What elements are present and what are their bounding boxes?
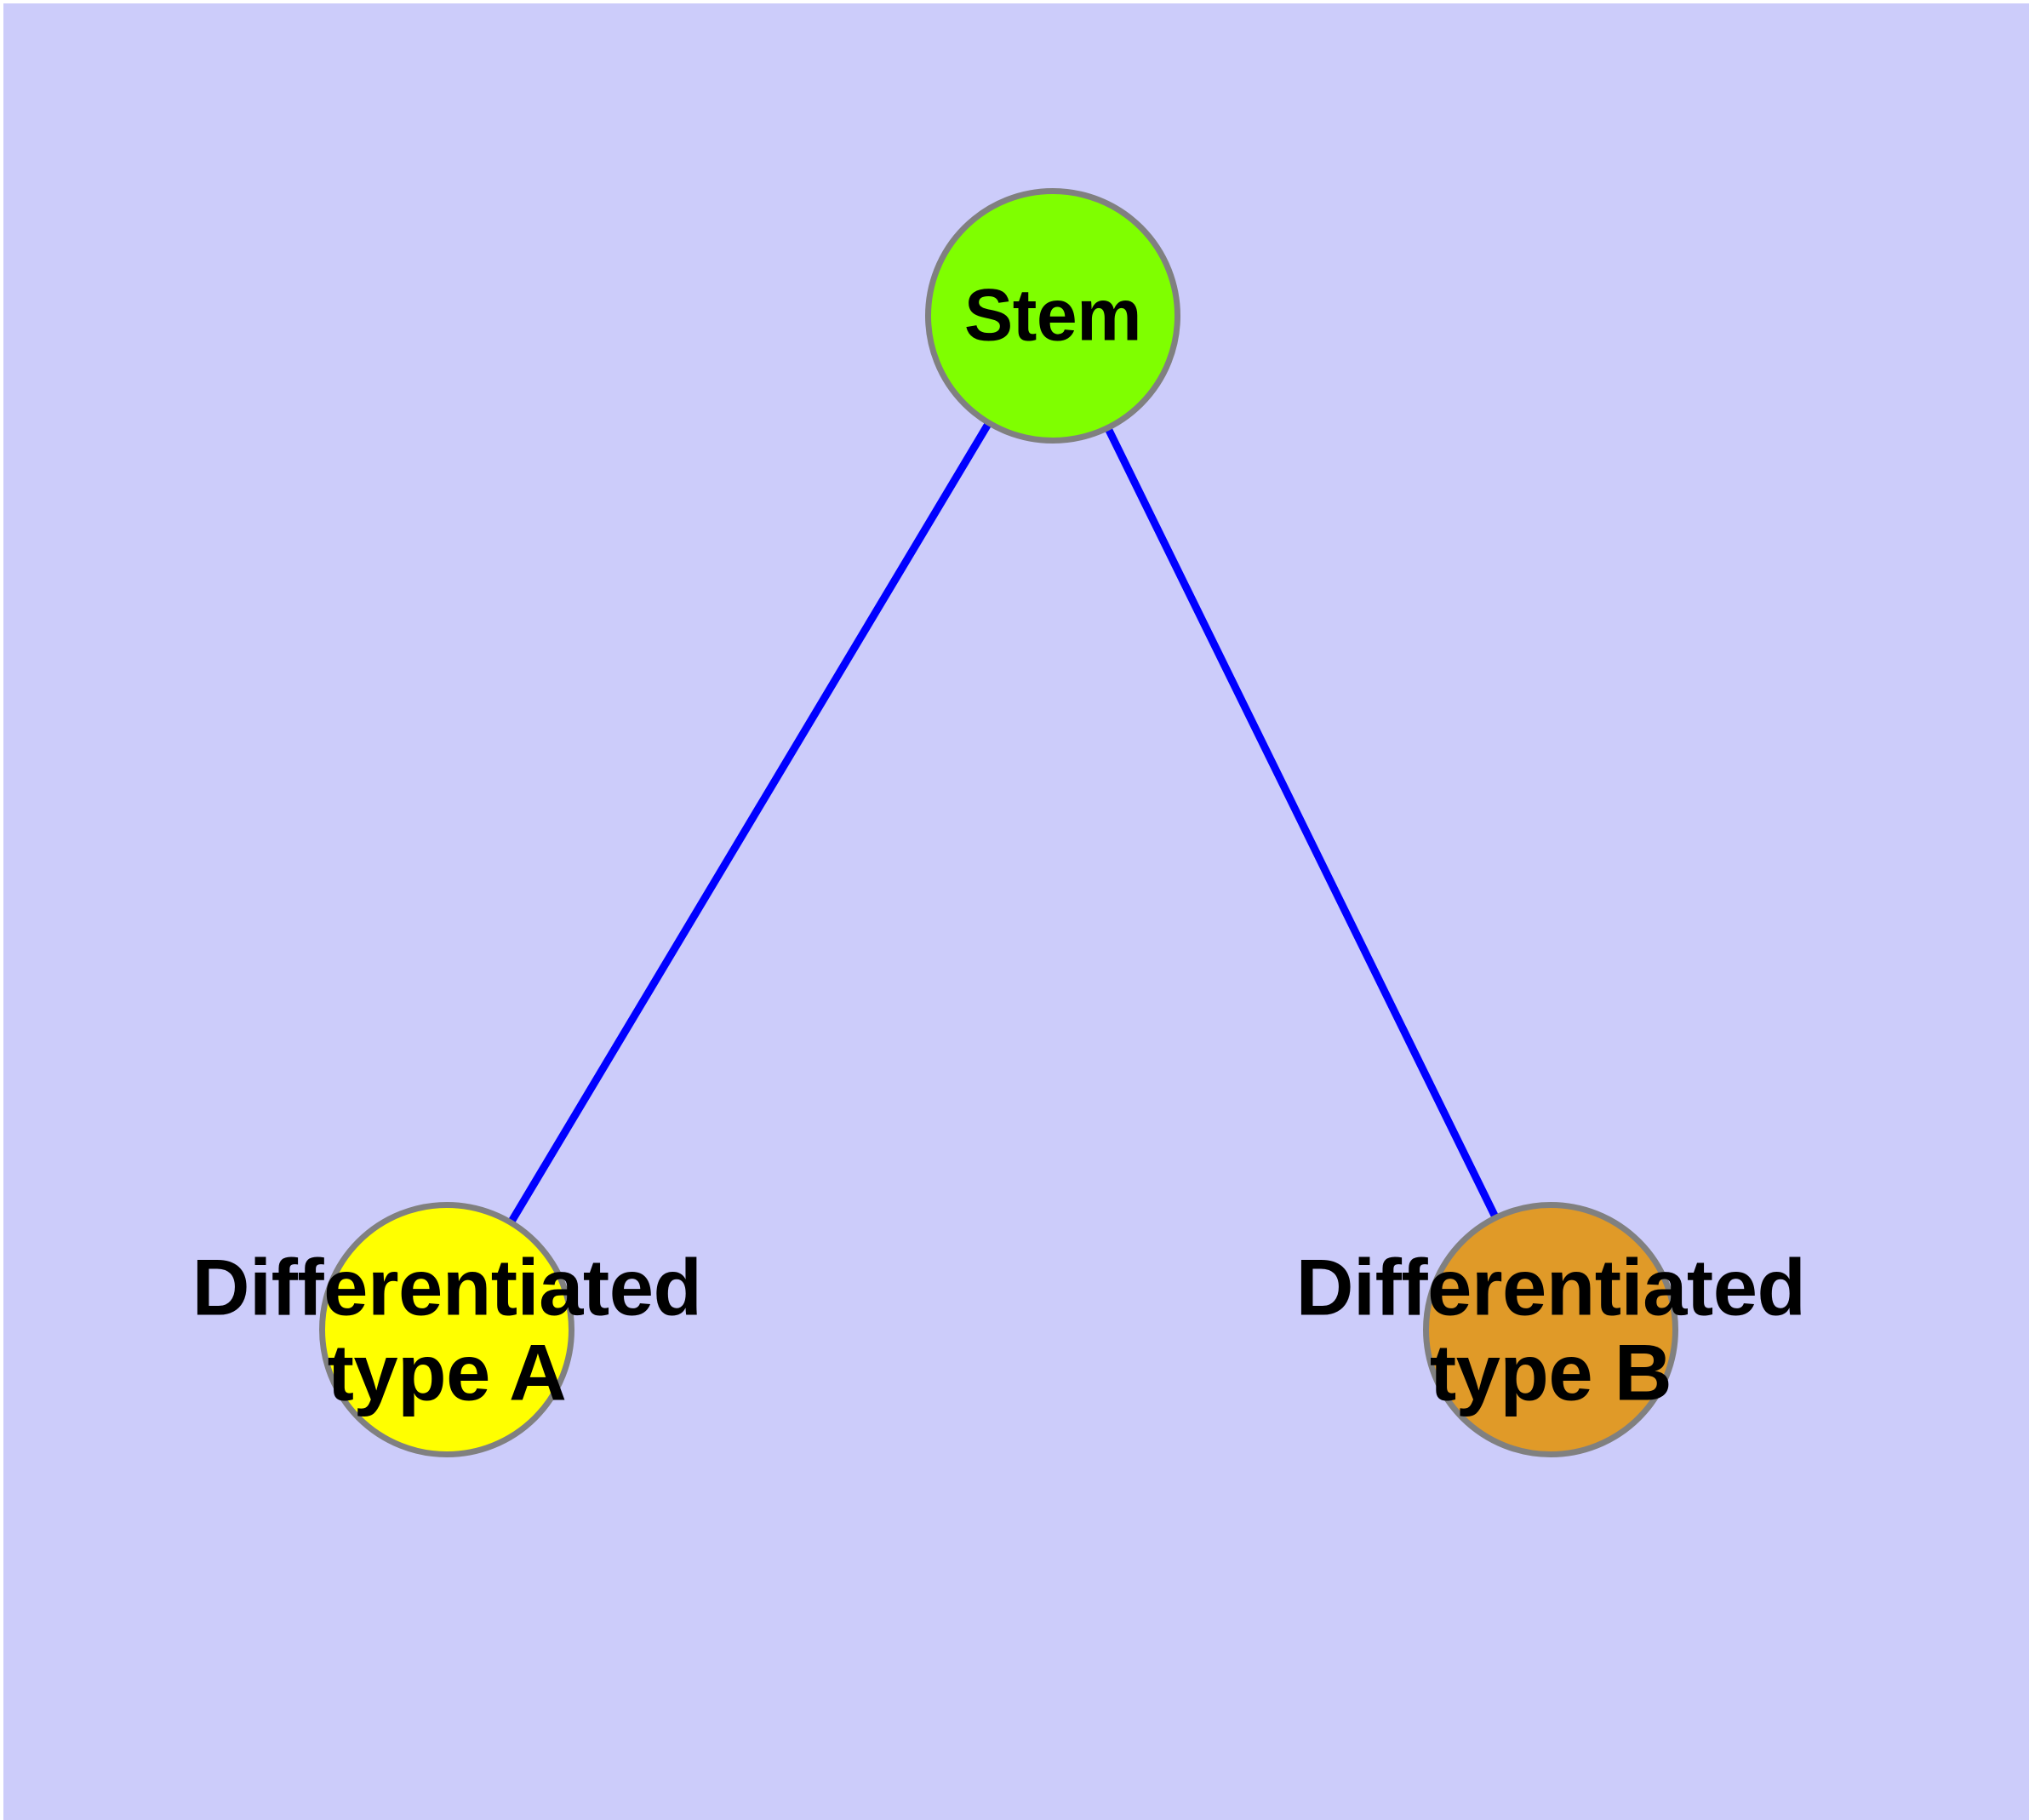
graph-edge-stem-to-diff_b[interactable] bbox=[1104, 426, 1500, 1220]
nodes-layer bbox=[319, 188, 1678, 1457]
graph-node-stem[interactable] bbox=[925, 188, 1180, 444]
graph-edge-stem-to-diff_a[interactable] bbox=[507, 421, 992, 1225]
graph-node-diff_a[interactable] bbox=[319, 1202, 574, 1457]
graph-node-diff_b[interactable] bbox=[1423, 1202, 1678, 1457]
edges-layer bbox=[507, 421, 1500, 1225]
